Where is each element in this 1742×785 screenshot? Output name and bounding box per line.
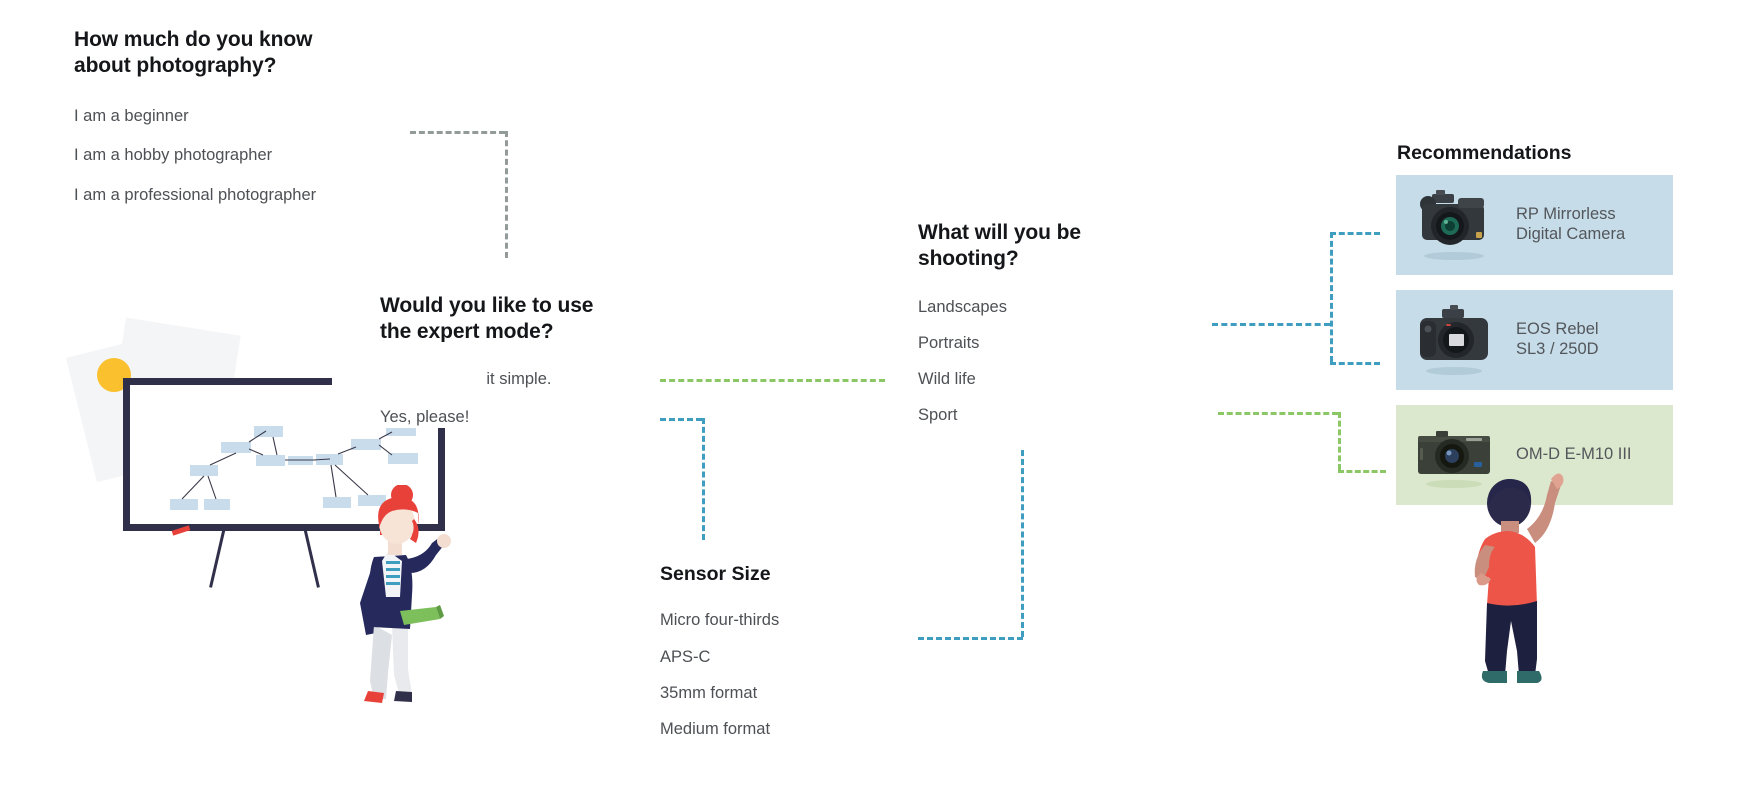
diagram-node [254,426,283,437]
option-portraits[interactable]: Portraits [918,334,980,352]
diagram-node [323,497,351,508]
question-title-knowledge: How much do you know about photography? [74,28,313,77]
connector-sport-vertical [1021,450,1024,637]
question-title-expert-mode: Would you like to use the expert mode? [380,294,594,343]
connector-expert-yes-horizontal [660,418,702,421]
diagram-node [358,495,386,506]
option-hobby-photographer[interactable]: I am a hobby photographer [74,146,273,164]
connector-expert-no-horizontal [660,379,885,382]
recommendation-card-rp-mirrorless[interactable]: RP Mirrorless Digital Camera [1396,175,1673,275]
diagram-node [386,425,416,436]
connector-rec-card3-branch [1338,470,1386,473]
recommendation-card-om-d-em10[interactable]: OM-D E-M10 III [1396,405,1673,505]
viewer-man-illustration [1455,455,1575,685]
connector-rec-card1-branch [1330,232,1380,235]
marker-red-left [171,525,191,536]
recommendation-card-eos-rebel[interactable]: EOS Rebel SL3 / 250D [1396,290,1673,390]
diagram-node [351,439,381,450]
recommendation-label-rp-mirrorless: RP Mirrorless Digital Camera [1516,205,1626,243]
option-beginner[interactable]: I am a beginner [74,107,189,125]
diagram-node [204,499,230,510]
connector-rec-blue-vertical [1330,232,1333,362]
option-micro-four-thirds[interactable]: Micro four-thirds [660,611,780,629]
dslr-camera-icon [1406,303,1502,377]
option-sport[interactable]: Sport [918,406,958,424]
question-title-subject: What will you be shooting? [918,221,1081,270]
whiteboard-illustration [66,317,482,703]
section-title-sensor-size: Sensor Size [660,563,771,585]
bridge-camera-icon [1406,188,1502,262]
board-leg-right [303,526,320,588]
connector-knowledge-vertical [505,131,508,258]
overlay-card [332,342,482,428]
board-leg-left [209,526,226,588]
option-landscapes[interactable]: Landscapes [918,298,1007,316]
option-professional-photographer[interactable]: I am a professional photographer [74,186,317,204]
diagram-node [190,465,218,476]
diagram-node [170,499,198,510]
recommendation-label-om-d-em10: OM-D E-M10 III [1516,445,1632,464]
connector-rec-green-vertical [1338,412,1341,470]
option-35mm-format[interactable]: 35mm format [660,684,758,702]
diagram-node [221,442,251,453]
diagram-edges [181,430,393,500]
compact-camera-icon [1406,418,1502,492]
connector-rec-blue-stem [1212,323,1330,326]
connector-knowledge-horizontal [410,131,505,134]
diagram-node [388,453,418,464]
presenter-woman-illustration [360,485,451,703]
diagram-node [256,455,285,466]
option-aps-c[interactable]: APS-C [660,648,711,666]
option-medium-format[interactable]: Medium format [660,720,771,738]
recommendation-label-eos-rebel: EOS Rebel SL3 / 250D [1516,320,1599,358]
connector-sport-horizontal [918,637,1023,640]
recommendations-heading: Recommendations [1397,142,1572,164]
connector-expert-yes-vertical [702,418,705,540]
connector-rec-card2-branch [1330,362,1380,365]
option-wild-life[interactable]: Wild life [918,370,976,388]
option-yes-please[interactable]: Yes, please! [380,408,470,426]
connector-rec-green-horizontal [1218,412,1338,415]
